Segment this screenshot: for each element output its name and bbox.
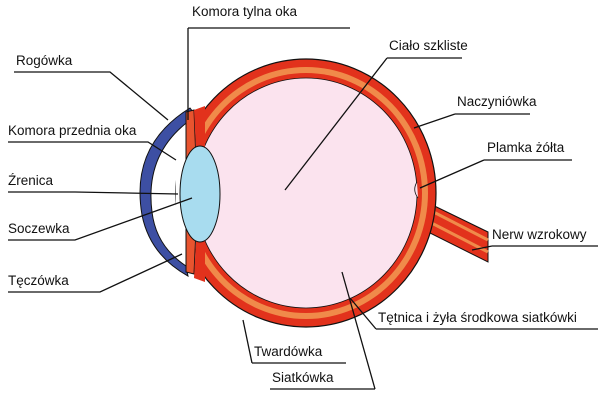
line-plamka — [420, 160, 572, 188]
label-plamka-zolta: Plamka żółta — [487, 140, 564, 156]
label-siatkowka: Siatkówka — [272, 370, 334, 386]
label-cialo-szkliste: Ciało szkliste — [389, 38, 468, 54]
label-komora-tylna: Komora tylna oka — [192, 4, 297, 20]
label-soczewka: Soczewka — [8, 221, 70, 237]
line-zrenica — [8, 192, 178, 194]
label-nerw-wzrokowy: Nerw wzrokowy — [492, 227, 587, 243]
lens — [180, 146, 220, 242]
label-teczowka: Tęczówka — [8, 273, 69, 289]
label-twardowka: Twardówka — [254, 344, 322, 360]
line-rogowka — [14, 72, 168, 120]
label-rogowka: Rogówka — [16, 53, 72, 69]
line-naczyniowka — [414, 114, 530, 128]
label-zrenica: Źrenica — [8, 173, 53, 189]
label-tetnica: Tętnica i żyła środkowa siatkówki — [378, 310, 577, 326]
label-komora-przednia: Komora przednia oka — [8, 123, 136, 139]
line-nerw — [472, 246, 598, 250]
label-naczyniowka: Naczyniówka — [457, 94, 537, 110]
vitreous-body — [195, 78, 417, 308]
